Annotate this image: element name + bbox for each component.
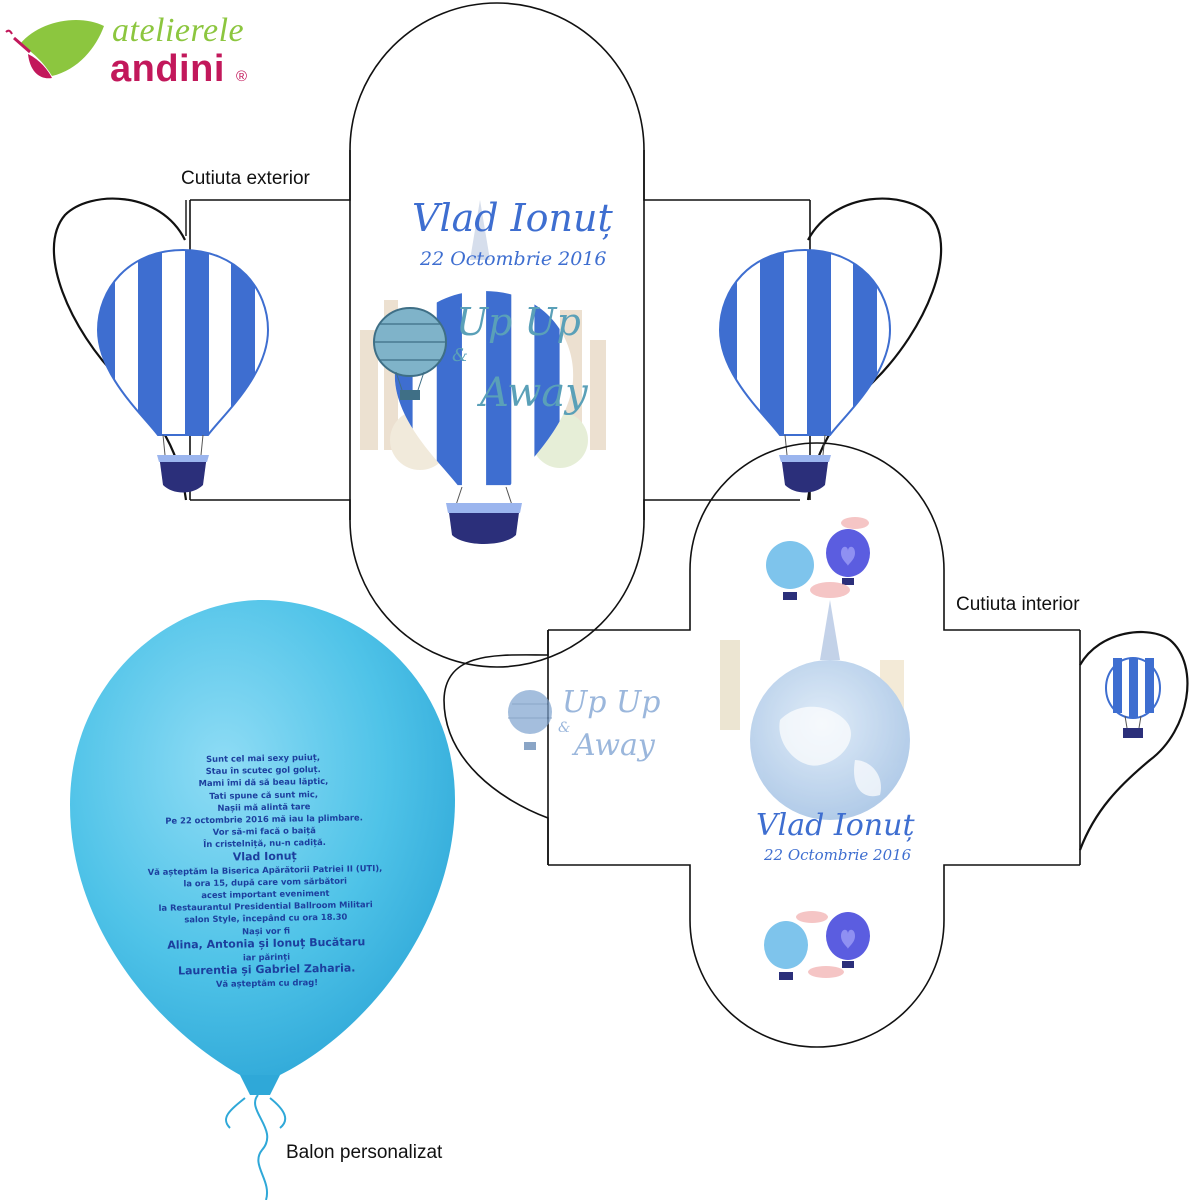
inner-top-balloons: [766, 517, 870, 600]
registered-mark: ®: [236, 68, 248, 85]
left-flap-balloon: [96, 248, 270, 493]
brand-name-line1: atelierele: [112, 12, 245, 49]
inner-globe: [720, 600, 910, 820]
inner-box-label: Cutiuta interior: [956, 594, 1080, 615]
brand-logo: atelierele andini ®: [0, 0, 260, 100]
balloon-invitation-text: Sunt cel mai sexy puiuț, Stau în scutec …: [138, 750, 392, 992]
outer-card-name: Vlad Ionuț: [412, 196, 613, 240]
inner-card-motto-top: Up Up: [562, 685, 661, 720]
inner-card-date: 22 Octombrie 2016: [764, 846, 912, 864]
inner-card-motto-amp: &: [558, 720, 571, 736]
outer-card-illustration: [360, 200, 606, 544]
inner-card-name: Vlad Ionuț: [756, 808, 915, 843]
inner-box-dieline: [443, 442, 1189, 1048]
outer-card-date: 22 Octombrie 2016: [420, 248, 607, 270]
latex-balloon: [70, 600, 455, 1200]
outer-card-motto-bottom: Away: [480, 370, 588, 416]
right-flap-balloon: [718, 248, 892, 493]
outer-box-label: Cutiuta exterior: [181, 168, 310, 189]
inner-bottom-balloons: [764, 911, 870, 980]
butterfly-icon: [5, 20, 104, 79]
brand-name-line2: andini: [110, 48, 225, 90]
inner-card-motto-bottom: Away: [574, 728, 655, 763]
outer-box-dieline: [52, 2, 943, 668]
inner-card-illustration: [508, 517, 1161, 980]
inner-flap-balloon: [1105, 657, 1161, 738]
outer-card-motto-top: Up Up: [456, 300, 581, 344]
balloon-label: Balon personalizat: [286, 1142, 443, 1163]
outer-card-motto-amp: &: [452, 345, 469, 366]
